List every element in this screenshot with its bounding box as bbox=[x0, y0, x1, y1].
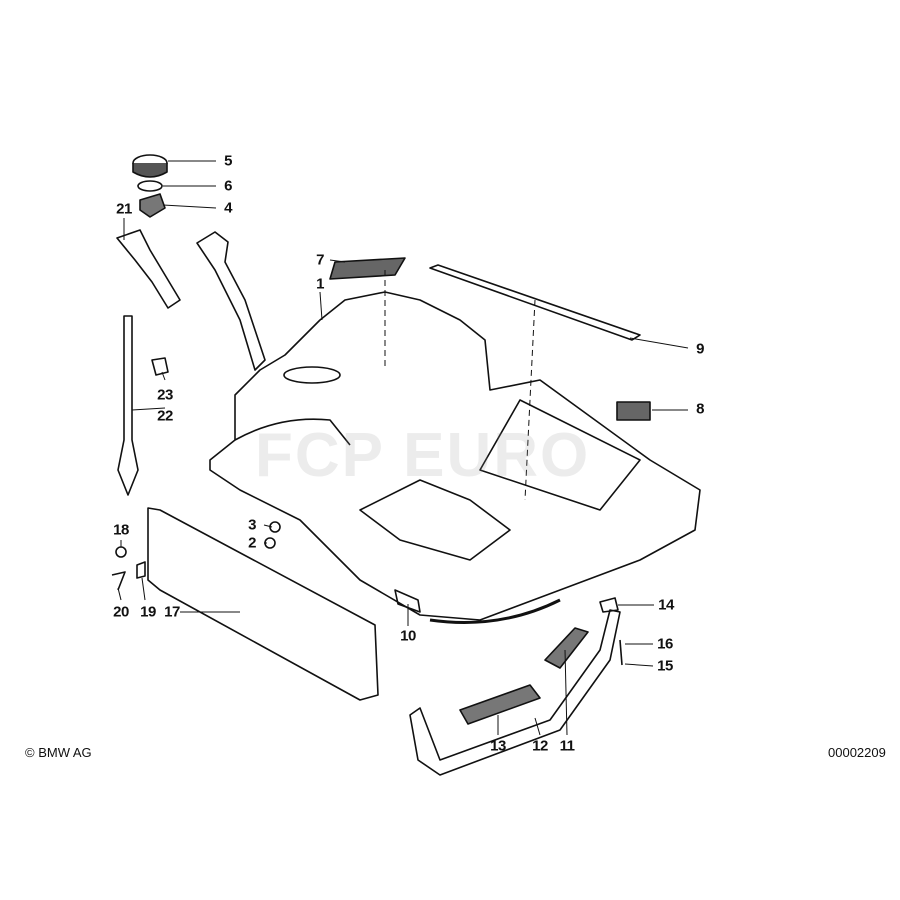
callout-1[interactable]: 1 bbox=[316, 275, 324, 293]
callout-9[interactable]: 9 bbox=[696, 340, 704, 358]
callout-10[interactable]: 10 bbox=[400, 627, 416, 645]
heat-shield bbox=[147, 507, 379, 701]
callout-18[interactable]: 18 bbox=[113, 521, 129, 539]
callout-13[interactable]: 13 bbox=[490, 737, 506, 755]
callout-12[interactable]: 12 bbox=[532, 737, 548, 755]
callout-7[interactable]: 7 bbox=[316, 251, 324, 269]
callout-2[interactable]: 2 bbox=[248, 534, 256, 552]
callout-6[interactable]: 6 bbox=[224, 177, 232, 195]
callout-14[interactable]: 14 bbox=[658, 596, 674, 614]
callout-23[interactable]: 23 bbox=[157, 386, 173, 404]
pad-7 bbox=[329, 257, 406, 280]
leader-lines bbox=[117, 160, 689, 736]
callout-16[interactable]: 16 bbox=[657, 635, 673, 653]
callout-20[interactable]: 20 bbox=[113, 603, 129, 621]
callout-8[interactable]: 8 bbox=[696, 400, 704, 418]
bushing bbox=[394, 589, 421, 613]
vent-pipe bbox=[117, 315, 169, 496]
callout-19[interactable]: 19 bbox=[140, 603, 156, 621]
cap-part bbox=[132, 154, 168, 218]
pad-13 bbox=[459, 684, 541, 725]
fuel-tank-body bbox=[209, 291, 701, 624]
diagram-number: 00002209 bbox=[828, 745, 886, 760]
callout-21[interactable]: 21 bbox=[116, 200, 132, 218]
watermark: FCP EURO bbox=[255, 421, 591, 490]
callout-4[interactable]: 4 bbox=[224, 199, 232, 217]
callout-17[interactable]: 17 bbox=[164, 603, 180, 621]
filler-neck bbox=[116, 229, 266, 371]
callout-3[interactable]: 3 bbox=[248, 516, 256, 534]
pad-11 bbox=[544, 627, 589, 669]
callout-11[interactable]: 11 bbox=[559, 737, 575, 755]
pad-8 bbox=[616, 401, 651, 421]
callout-15[interactable]: 15 bbox=[657, 657, 673, 675]
strip-9 bbox=[429, 264, 641, 341]
copyright: © BMW AG bbox=[25, 745, 92, 760]
callout-5[interactable]: 5 bbox=[224, 152, 232, 170]
callout-22[interactable]: 22 bbox=[157, 407, 173, 425]
